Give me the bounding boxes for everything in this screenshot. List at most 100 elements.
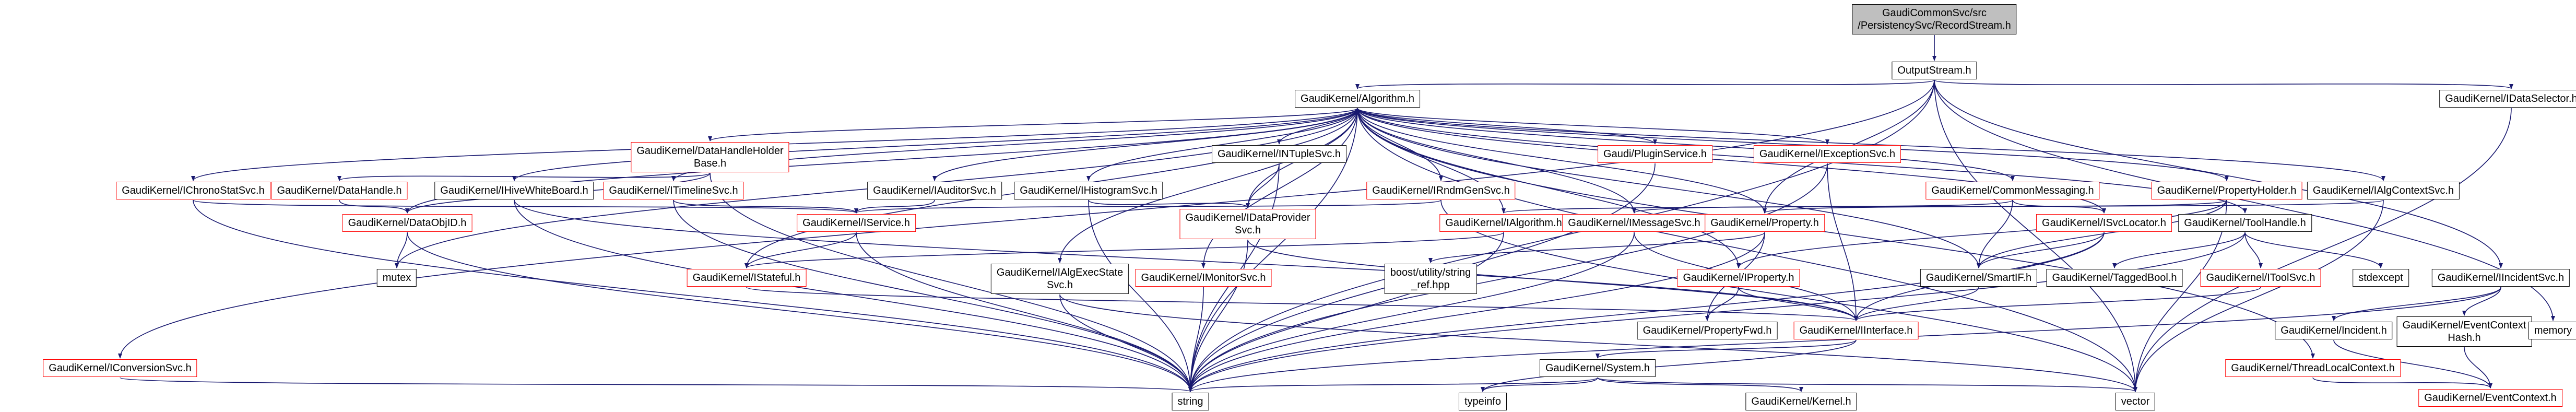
graph-node-stdexcept[interactable]: stdexcept bbox=[2353, 269, 2409, 287]
graph-node-propertyholder[interactable]: GaudiKernel/PropertyHolder.h bbox=[2151, 182, 2302, 199]
include-edge-ialgorithm-to-istateful bbox=[745, 232, 1504, 268]
graph-node-istateful[interactable]: GaudiKernel/IStateful.h bbox=[687, 269, 807, 287]
include-edge-itimelinesvc-to-string bbox=[673, 199, 1192, 392]
include-edge-algorithm-to-commonmessaging bbox=[1357, 108, 2015, 181]
include-edge-smartif-to-iinterface bbox=[1854, 287, 1979, 321]
include-edge-idataprovidersvc-to-iinterface bbox=[1247, 239, 1858, 321]
graph-node-pluginservice[interactable]: Gaudi/PluginService.h bbox=[1598, 145, 1712, 163]
include-edge-commonmessaging-to-smartif bbox=[1977, 199, 2013, 268]
graph-node-itoolsvc[interactable]: GaudiKernel/IToolSvc.h bbox=[2200, 269, 2321, 287]
include-edge-outputstream-to-iconversionsvc bbox=[118, 79, 1935, 359]
include-edge-toolhandle-to-itoolsvc bbox=[2244, 232, 2263, 268]
include-edge-iinterface-to-typeinfo bbox=[1481, 339, 1857, 392]
graph-node-memory[interactable]: memory bbox=[2528, 322, 2576, 339]
include-edge-ialgexecstatesvc-to-vector bbox=[1059, 294, 2137, 392]
include-edge-propertyholder-to-vector bbox=[2133, 199, 2227, 392]
graph-node-threadlocalcontext[interactable]: GaudiKernel/ThreadLocalContext.h bbox=[2225, 359, 2401, 377]
graph-node-propertyfwd[interactable]: GaudiKernel/PropertyFwd.h bbox=[1637, 322, 1778, 339]
include-edge-algorithm-to-pluginservice bbox=[1357, 108, 1657, 145]
include-edge-algorithm-to-string bbox=[1188, 108, 1358, 392]
include-edge-algorithm-to-property bbox=[1357, 108, 1767, 214]
graph-node-toolhandle[interactable]: GaudiKernel/ToolHandle.h bbox=[2178, 214, 2312, 232]
graph-node-itimelinesvc[interactable]: GaudiKernel/ITimelineSvc.h bbox=[603, 182, 744, 199]
graph-node-idataprovidersvc[interactable]: GaudiKernel/IDataProvider Svc.h bbox=[1179, 209, 1316, 239]
graph-node-irndmgensvc[interactable]: GaudiKernel/IRndmGenSvc.h bbox=[1366, 182, 1516, 199]
include-edge-algorithm-to-ihistogramsvc bbox=[1086, 108, 1358, 181]
include-edge-ichronostatsvc-to-string bbox=[193, 199, 1192, 392]
include-edge-property-to-booststringref bbox=[1428, 232, 1765, 263]
graph-node-outputstream[interactable]: OutputStream.h bbox=[1892, 62, 1977, 79]
include-edge-system-to-vector bbox=[1597, 377, 2137, 392]
graph-node-imonitorsvc[interactable]: GaudiKernel/IMonitorSvc.h bbox=[1135, 269, 1272, 287]
include-edge-iincidentsvc-to-string bbox=[1188, 287, 2501, 392]
graph-node-iinterface[interactable]: GaudiKernel/IInterface.h bbox=[1793, 322, 1919, 339]
graph-node-ialgcontextsvc[interactable]: GaudiKernel/IAlgContextSvc.h bbox=[2307, 182, 2460, 199]
include-edge-algorithm-to-imessagesvc bbox=[1357, 108, 1636, 214]
include-edge-ialgexecstatesvc-to-string bbox=[1059, 294, 1192, 392]
include-edge-itimelinesvc-to-iservice bbox=[673, 199, 858, 214]
graph-node-datahandleholderbase[interactable]: GaudiKernel/DataHandleHolder Base.h bbox=[631, 142, 789, 172]
include-edge-toolhandle-to-stdexcept bbox=[2244, 232, 2383, 268]
graph-node-isvclocator[interactable]: GaudiKernel/ISvcLocator.h bbox=[2036, 214, 2172, 232]
include-edge-eventcontexthash-to-eventcontext bbox=[2464, 347, 2492, 389]
include-edge-ialgcontextsvc-to-vector bbox=[2133, 199, 2384, 392]
include-edge-system-to-typeinfo bbox=[1481, 377, 1598, 392]
include-edge-datahandleholderbase-to-string bbox=[710, 172, 1192, 392]
graph-node-iproperty[interactable]: GaudiKernel/IProperty.h bbox=[1677, 269, 1800, 287]
include-edge-system-to-string bbox=[1188, 377, 1598, 392]
include-edge-ihivewhiteboard-to-iinterface bbox=[514, 199, 1858, 321]
graph-node-iincidentsvc[interactable]: GaudiKernel/IIncidentSvc.h bbox=[2431, 269, 2570, 287]
include-edge-toolhandle-to-taggedbool bbox=[2112, 232, 2246, 268]
graph-node-taggedbool[interactable]: GaudiKernel/TaggedBool.h bbox=[2046, 269, 2183, 287]
include-edge-ihistogramsvc-to-idataprovidersvc bbox=[1088, 199, 1250, 208]
graph-node-imessagesvc[interactable]: GaudiKernel/IMessageSvc.h bbox=[1562, 214, 1706, 232]
include-edge-property-to-string bbox=[1188, 232, 1765, 392]
graph-node-string[interactable]: string bbox=[1172, 393, 1209, 410]
graph-node-booststringref[interactable]: boost/utility/string _ref.hpp bbox=[1384, 264, 1477, 294]
include-edge-istateful-to-iinterface bbox=[746, 287, 1858, 321]
include-edge-dataobjid-to-string bbox=[407, 232, 1192, 392]
include-edge-idataselector-to-vector bbox=[2133, 108, 2512, 392]
graph-node-eventcontexthash[interactable]: GaudiKernel/EventContext Hash.h bbox=[2396, 316, 2532, 347]
graph-node-property[interactable]: GaudiKernel/Property.h bbox=[1705, 214, 1825, 232]
include-edge-incident-to-eventcontext bbox=[2333, 339, 2492, 389]
include-edge-algorithm-to-vector bbox=[1357, 108, 2137, 392]
graph-node-iexceptionsvc[interactable]: GaudiKernel/IExceptionSvc.h bbox=[1753, 145, 1901, 163]
graph-node-system[interactable]: GaudiKernel/System.h bbox=[1539, 359, 1656, 377]
graph-node-typeinfo[interactable]: typeinfo bbox=[1458, 393, 1507, 410]
graph-node-ihivewhiteboard[interactable]: GaudiKernel/IHiveWhiteBoard.h bbox=[434, 182, 594, 199]
graph-node-vector[interactable]: vector bbox=[2115, 393, 2156, 410]
graph-node-ialgorithm[interactable]: GaudiKernel/IAlgorithm.h bbox=[1439, 214, 1568, 232]
include-edge-outputstream-to-idataselector bbox=[1934, 79, 2513, 89]
include-edge-iservice-to-string bbox=[856, 232, 1192, 392]
include-edge-outputstream-to-vector bbox=[1934, 79, 2137, 392]
include-edge-algorithm-to-datahandleholderbase bbox=[708, 108, 1358, 142]
include-edge-iservice-to-istateful bbox=[745, 232, 857, 268]
include-edge-algorithm-to-intuplesvc bbox=[1277, 108, 1358, 145]
include-edge-itoolsvc-to-iinterface bbox=[1854, 287, 2261, 321]
graph-node-incident[interactable]: GaudiKernel/Incident.h bbox=[2275, 322, 2393, 339]
graph-node-datahandle[interactable]: GaudiKernel/DataHandle.h bbox=[271, 182, 408, 199]
graph-node-idataselector[interactable]: GaudiKernel/IDataSelector.h bbox=[2439, 90, 2576, 108]
graph-node-ialgexecstatesvc[interactable]: GaudiKernel/IAlgExecState Svc.h bbox=[990, 264, 1129, 294]
graph-node-algorithm[interactable]: GaudiKernel/Algorithm.h bbox=[1295, 90, 1420, 108]
include-edge-ialgorithm-to-string bbox=[1188, 232, 1504, 392]
graph-node-dataobjid[interactable]: GaudiKernel/DataObjID.h bbox=[342, 214, 472, 232]
graph-node-iauditorsvc[interactable]: GaudiKernel/IAuditorSvc.h bbox=[867, 182, 1002, 199]
include-edge-ihivewhiteboard-to-string bbox=[514, 199, 1192, 392]
include-edge-ihistogramsvc-to-string bbox=[1088, 199, 1192, 392]
graph-node-ihistogramsvc[interactable]: GaudiKernel/IHistogramSvc.h bbox=[1014, 182, 1163, 199]
graph-node-iconversionsvc[interactable]: GaudiKernel/IConversionSvc.h bbox=[43, 359, 197, 377]
include-edge-dataobjid-to-mutex bbox=[395, 232, 408, 268]
include-edge-iproperty-to-propertyfwd bbox=[1705, 287, 1739, 321]
graph-node-eventcontext[interactable]: GaudiKernel/EventContext.h bbox=[2418, 389, 2562, 407]
graph-node-mutex[interactable]: mutex bbox=[376, 269, 417, 287]
graph-node-smartif[interactable]: GaudiKernel/SmartIF.h bbox=[1920, 269, 2038, 287]
graph-node-kernel[interactable]: GaudiKernel/Kernel.h bbox=[1745, 393, 1857, 410]
graph-node-iservice[interactable]: GaudiKernel/IService.h bbox=[797, 214, 916, 232]
graph-node-ichronostatsvc[interactable]: GaudiKernel/IChronoStatSvc.h bbox=[116, 182, 270, 199]
graph-node-commonmessaging[interactable]: GaudiKernel/CommonMessaging.h bbox=[1925, 182, 2100, 199]
graph-node-intuplesvc[interactable]: GaudiKernel/INTupleSvc.h bbox=[1211, 145, 1347, 163]
